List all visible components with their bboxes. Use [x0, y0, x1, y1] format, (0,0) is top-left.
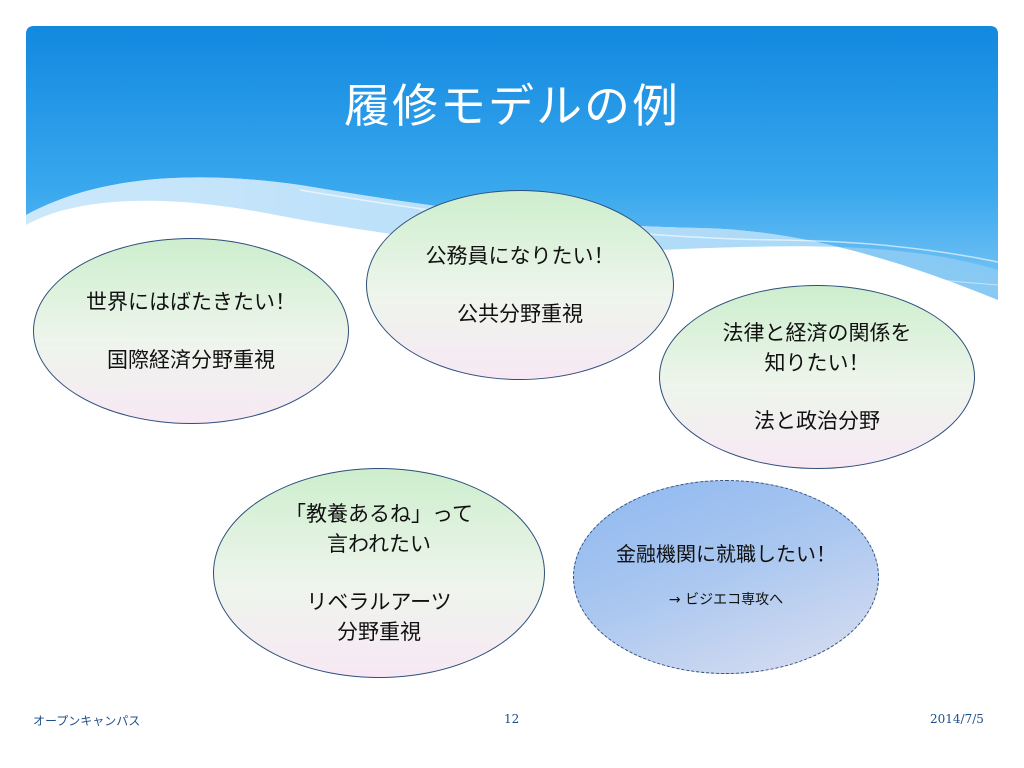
bubble-liberal: 「教養あるね」って 言われたい リベラルアーツ 分野重視 — [213, 468, 545, 678]
bubble-finance: 金融機関に就職したい！ → ビジエコ専攻へ — [573, 480, 879, 674]
bubble-finance-goal: 金融機関に就職したい！ — [616, 542, 836, 566]
footer-event: オープンキャンパス — [33, 714, 141, 728]
footer-date: 2014/7/5 — [930, 712, 984, 726]
bubble-law: 法律と経済の関係を 知りたい！ 法と政治分野 — [659, 285, 975, 469]
bubble-world-focus: 国際経済分野重視 — [107, 348, 275, 372]
bubble-civil-focus: 公共分野重視 — [457, 302, 583, 326]
bubble-law-goal: 法律と経済の関係を 知りたい！ — [722, 321, 912, 375]
bubble-liberal-goal: 「教養あるね」って 言われたい — [285, 502, 473, 556]
bubble-world-goal: 世界にはばたきたい！ — [86, 290, 296, 314]
slide-title: 履修モデルの例 — [344, 79, 680, 133]
bubble-civil-goal: 公務員になりたい！ — [425, 244, 615, 268]
bubble-world: 世界にはばたきたい！ 国際経済分野重視 — [33, 238, 349, 424]
bubble-civil: 公務員になりたい！ 公共分野重視 — [366, 190, 674, 380]
bubble-finance-focus: → ビジエコ専攻へ — [668, 592, 784, 608]
bubble-law-focus: 法と政治分野 — [754, 409, 880, 433]
footer-page-number: 12 — [504, 712, 520, 726]
bubble-liberal-focus: リベラルアーツ 分野重視 — [306, 590, 452, 644]
